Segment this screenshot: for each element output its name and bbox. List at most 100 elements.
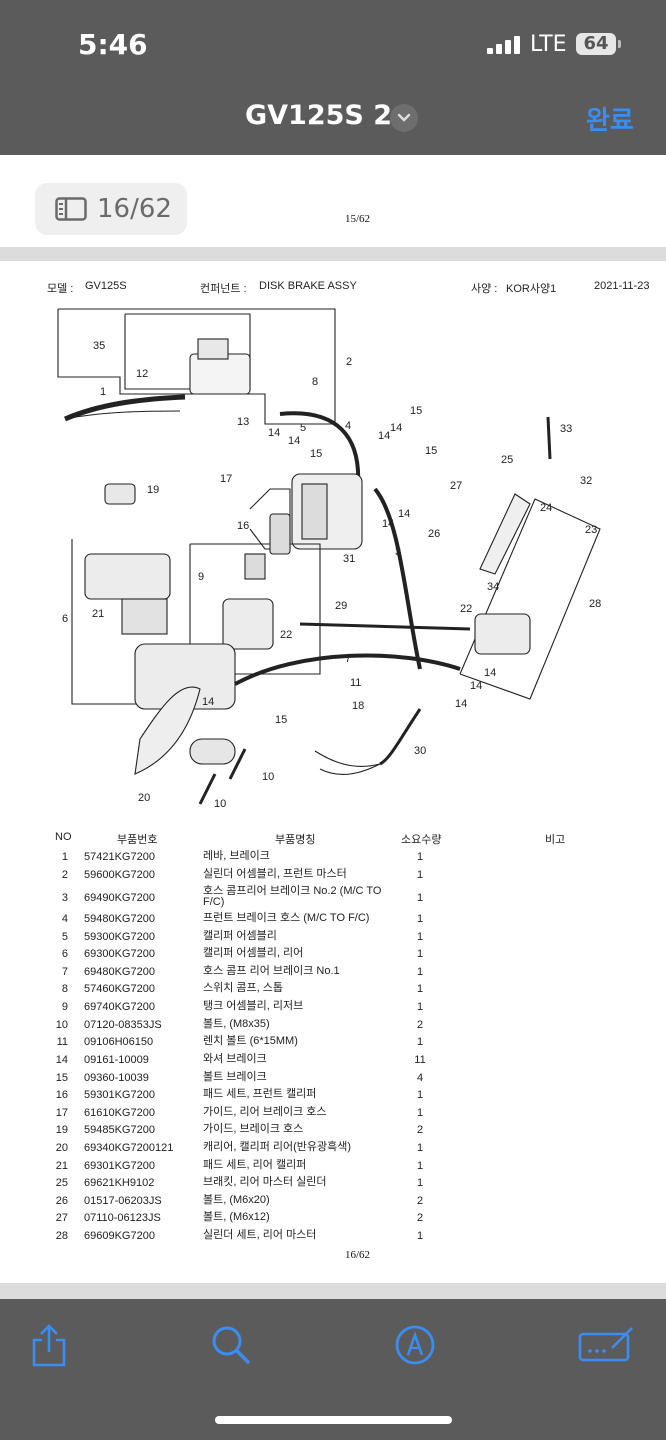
svg-text:15: 15 xyxy=(425,445,437,457)
page-gap xyxy=(0,1283,666,1299)
svg-text:12: 12 xyxy=(136,368,148,380)
svg-text:14: 14 xyxy=(268,427,280,439)
signature-icon[interactable] xyxy=(578,1324,636,1364)
spec-label: 사양 : xyxy=(471,283,498,295)
markup-icon[interactable] xyxy=(394,1324,436,1366)
svg-text:25: 25 xyxy=(501,454,513,466)
page-indicator-text: 16/62 xyxy=(97,194,172,224)
component-label: 컨퍼넌트 : xyxy=(200,283,247,295)
home-indicator[interactable] xyxy=(215,1416,452,1424)
svg-text:20: 20 xyxy=(138,792,150,804)
svg-text:14: 14 xyxy=(484,667,496,679)
done-button[interactable]: 완료 xyxy=(586,105,634,135)
svg-text:19: 19 xyxy=(147,484,159,496)
search-icon[interactable] xyxy=(210,1324,252,1366)
svg-text:24: 24 xyxy=(540,502,552,514)
svg-text:34: 34 xyxy=(487,581,499,593)
svg-text:4: 4 xyxy=(345,420,351,432)
svg-text:14: 14 xyxy=(382,518,394,530)
header-name: 부품명칭 xyxy=(275,834,316,846)
svg-text:15: 15 xyxy=(310,448,322,460)
svg-text:22: 22 xyxy=(460,603,472,615)
svg-text:14: 14 xyxy=(202,696,214,708)
svg-text:23: 23 xyxy=(585,524,597,536)
pdf-page-16: 모델 : GV125S 컨퍼넌트 : DISK BRAKE ASSY 사양 : … xyxy=(0,261,666,1283)
svg-text:2: 2 xyxy=(346,356,352,368)
svg-text:1: 1 xyxy=(100,386,106,398)
component-value: DISK BRAKE ASSY xyxy=(259,280,357,292)
svg-text:6: 6 xyxy=(62,613,68,625)
svg-text:14: 14 xyxy=(390,422,402,434)
status-time: 5:46 xyxy=(78,28,148,61)
svg-text:14: 14 xyxy=(378,430,390,442)
svg-text:22: 22 xyxy=(280,629,292,641)
sheet-date: 2021-11-23 xyxy=(594,280,650,292)
chevron-down-icon xyxy=(397,113,411,122)
svg-text:3: 3 xyxy=(395,546,401,558)
svg-text:15: 15 xyxy=(410,405,422,417)
svg-text:8: 8 xyxy=(312,376,318,388)
svg-text:28: 28 xyxy=(589,598,601,610)
svg-text:10: 10 xyxy=(214,798,226,810)
battery-icon: 64 xyxy=(576,33,616,55)
sidebar-icon xyxy=(55,197,87,221)
share-icon[interactable] xyxy=(30,1324,68,1368)
svg-text:13: 13 xyxy=(237,416,249,428)
svg-text:30: 30 xyxy=(414,745,426,757)
header-note: 비고 xyxy=(545,834,566,846)
spec-value: KOR사양1 xyxy=(506,283,557,295)
title-menu-button[interactable] xyxy=(390,104,418,132)
svg-text:14: 14 xyxy=(398,508,410,520)
svg-text:7: 7 xyxy=(345,653,351,665)
header-no: NO xyxy=(55,831,72,843)
svg-text:16: 16 xyxy=(237,520,249,532)
page-gap xyxy=(0,247,666,261)
svg-text:35: 35 xyxy=(93,340,105,352)
battery-tip xyxy=(618,40,621,48)
svg-text:17: 17 xyxy=(220,473,232,485)
svg-text:9: 9 xyxy=(198,571,204,583)
pdf-page-15: 16/62 15/62 xyxy=(0,155,666,247)
svg-text:33: 33 xyxy=(560,423,572,435)
page-number: 16/62 xyxy=(345,1249,371,1261)
header-qty: 소요수량 xyxy=(401,834,442,846)
network-type: LTE xyxy=(530,32,567,57)
svg-text:5: 5 xyxy=(300,422,306,434)
svg-text:21: 21 xyxy=(92,608,104,620)
svg-text:14: 14 xyxy=(470,680,482,692)
model-label: 모델 : xyxy=(47,283,74,295)
svg-text:29: 29 xyxy=(335,600,347,612)
svg-text:10: 10 xyxy=(262,771,274,783)
svg-text:26: 26 xyxy=(428,528,440,540)
document-title[interactable]: GV125S 2 xyxy=(245,100,393,131)
top-bar: 5:46 LTE 64 GV125S 2 완료 xyxy=(0,0,666,155)
svg-text:14: 14 xyxy=(455,698,467,710)
svg-text:31: 31 xyxy=(343,553,355,565)
page-indicator[interactable]: 16/62 xyxy=(35,183,187,235)
header-part-no: 부품번호 xyxy=(117,834,158,846)
svg-text:27: 27 xyxy=(450,480,462,492)
page-number: 15/62 xyxy=(345,213,371,225)
svg-text:18: 18 xyxy=(352,700,364,712)
